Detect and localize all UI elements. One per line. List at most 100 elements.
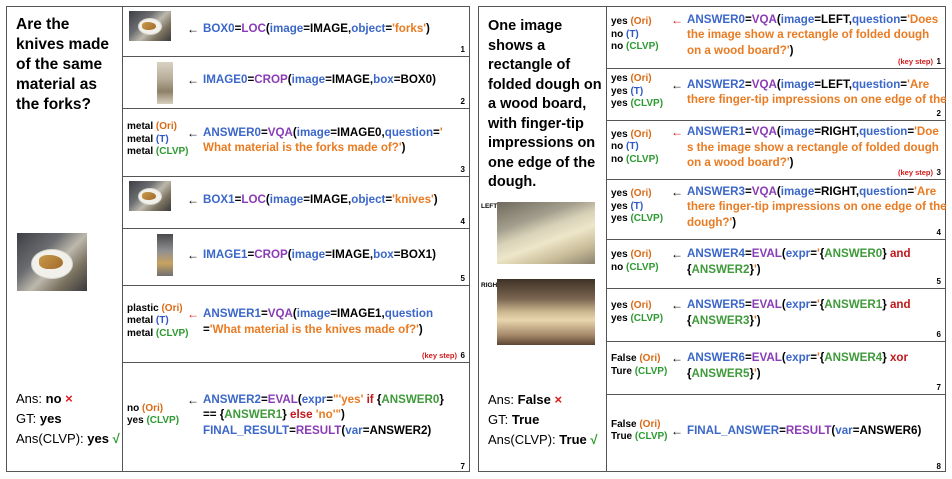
arrow-left-icon: ←	[671, 247, 683, 261]
step-2: yes (Ori)yes (T)yes (CLVP) ← ANSWER2=VQA(i…	[607, 69, 947, 121]
result-values: yes (Ori)yes (T)yes (CLVP)	[611, 73, 664, 110]
right-answer-block: Ans: False × GT: True Ans(CLVP): True √	[488, 390, 598, 450]
step-4: ←BOX1=LOC(image=IMAGE,object='knives')4	[123, 177, 469, 229]
result-values: yes (Ori)yes (CLVP)	[611, 300, 664, 324]
scene-thumbnail	[129, 11, 171, 41]
program-code: ANSWER5=EVAL(expr='{ANSWER1} and{ANSWER3…	[687, 298, 911, 327]
right-ans-line: Ans: False ×	[488, 392, 563, 407]
left-dough-image	[497, 202, 595, 264]
program-code: ANSWER0=VQA(image=IMAGE0,question='What …	[203, 125, 443, 155]
step-number: 8	[936, 462, 941, 471]
step-7: no (Ori)yes (CLVP) ← ANSWER2=EVAL(expr="'y…	[123, 363, 469, 473]
step-number: 3	[936, 168, 941, 177]
right-gt-line: GT: True	[488, 412, 540, 427]
program-code: FINAL_ANSWER=RESULT(var=ANSWER6)	[687, 424, 922, 438]
result-values: metal (Ori)metal (T)metal (CLVP)	[127, 121, 189, 158]
arrow-left-icon: ←	[671, 184, 683, 199]
left-image-label: LEFT	[481, 203, 498, 210]
step-6: yes (Ori)yes (CLVP) ← ANSWER5=EVAL(expr='{…	[607, 289, 945, 342]
arrow-left-icon: ←	[187, 247, 199, 262]
cropped-thumbnail	[157, 62, 173, 104]
step-3: yes (Ori)no (T)no (CLVP) ← ANSWER1=VQA(ima…	[607, 121, 945, 180]
cropped-thumbnail	[157, 234, 173, 276]
arrow-left-icon: ←	[187, 392, 199, 407]
step-4: yes (Ori)yes (T)yes (CLVP) ← ANSWER3=VQA(i…	[607, 180, 947, 240]
arrow-left-icon: ←	[671, 125, 683, 140]
program-code: BOX0=LOC(image=IMAGE,object='forks')	[203, 22, 430, 36]
step-8: False (Ori)True (CLVP)← FINAL_ANSWER=RESU…	[607, 395, 945, 473]
right-steps-column: yes (Ori)no (T)no (CLVP) ← ANSWER0=VQA(ima…	[607, 7, 947, 473]
program-code: IMAGE0=CROP(image=IMAGE,box=BOX0)	[203, 73, 436, 87]
check-mark-icon: √	[112, 431, 120, 446]
arrow-left-icon: ←	[671, 298, 683, 312]
result-values: yes (Ori)no (CLVP)	[611, 249, 659, 273]
step-2: ← IMAGE0=CROP(image=IMAGE,box=BOX0) 2	[123, 57, 469, 109]
program-code: IMAGE1=CROP(image=IMAGE,box=BOX1)	[203, 247, 436, 261]
left-question: Are the knives made of the same material…	[16, 16, 110, 113]
step-6: plastic (Ori)metal (T)metal (CLVP)← ANSWE…	[123, 286, 469, 363]
check-mark-icon: √	[590, 432, 598, 447]
right-question: One image shows a rectangle of folded do…	[488, 18, 602, 190]
wrong-mark-icon: ×	[554, 392, 563, 407]
step-7: False (Ori)Ture (CLVP)←ANSWER6=EVAL(expr…	[607, 342, 945, 395]
arrow-left-icon: ←	[671, 12, 683, 27]
scene-thumbnail	[129, 181, 171, 211]
program-code: ANSWER6=EVAL(expr='{ANSWER4} xor{ANSWER5…	[687, 351, 909, 380]
left-question-column: Are the knives made of the same material…	[7, 7, 123, 471]
step-number: 1	[936, 57, 941, 66]
left-gt-line: GT: yes	[16, 411, 62, 426]
program-code: ANSWER1=VQA(image=IMAGE1,question='What …	[203, 307, 434, 336]
result-values: False (Ori)True (CLVP)	[611, 418, 668, 443]
step-3: metal (Ori)metal (T)metal (CLVP)← ANSWER0…	[123, 109, 469, 177]
left-example-panel: Are the knives made of the same material…	[6, 6, 470, 472]
program-code: ANSWER2=EVAL(expr="'yes' if {ANSWER0}== …	[203, 392, 444, 437]
step-number: 7	[936, 383, 941, 392]
result-values: no (Ori)yes (CLVP)	[127, 402, 180, 427]
result-values: yes (Ori)no (T)no (CLVP)	[611, 128, 659, 165]
arrow-left-icon: ←	[671, 77, 683, 92]
result-values: False (Ori)Ture (CLVP)	[611, 353, 668, 377]
step-5: ← IMAGE1=CROP(image=IMAGE,box=BOX1) 5	[123, 229, 469, 286]
step-number: 6	[936, 330, 941, 339]
step-number: 7	[460, 462, 465, 471]
step-1: yes (Ori)no (T)no (CLVP) ← ANSWER0=VQA(ima…	[607, 7, 945, 69]
step-number: 1	[460, 45, 465, 54]
step-number: 4	[936, 228, 941, 237]
key-step-label: (key step)	[897, 168, 933, 177]
step-number: 5	[460, 274, 465, 283]
step-5: yes (Ori)no (CLVP) ← ANSWER4=EVAL(expr='{A…	[607, 240, 945, 289]
left-steps-column: ← BOX0=LOC(image=IMAGE,object='forks') 1 ← I…	[123, 7, 469, 471]
left-answer-block: Ans: no × GT: yes Ans(CLVP): yes √	[16, 389, 120, 449]
step-number: 3	[460, 165, 465, 174]
left-input-image	[17, 233, 87, 291]
right-example-panel: One image shows a rectangle of folded do…	[478, 6, 947, 473]
right-dough-image	[497, 279, 595, 345]
step-number: 6	[460, 351, 465, 360]
step-number: 4	[460, 217, 465, 226]
key-step-label: (key step)	[421, 351, 457, 360]
result-values: yes (Ori)no (T)no (CLVP)	[611, 16, 659, 53]
program-code: ANSWER4=EVAL(expr='{ANSWER0} and{ANSWER2…	[687, 247, 911, 276]
arrow-left-icon: ←	[187, 22, 199, 37]
arrow-left-icon: ←	[187, 193, 199, 208]
arrow-left-icon: ←	[187, 125, 199, 140]
arrow-left-icon: ←	[187, 73, 199, 88]
right-clvp-line: Ans(CLVP): True √	[488, 432, 598, 447]
wrong-mark-icon: ×	[65, 391, 73, 406]
key-step-label: (key step)	[897, 57, 933, 66]
right-image-label: RIGHT	[481, 282, 502, 289]
right-question-column: One image shows a rectangle of folded do…	[479, 7, 607, 471]
step-number: 5	[936, 277, 941, 286]
result-values: plastic (Ori)metal (T)metal (CLVP)	[127, 302, 189, 339]
result-values: yes (Ori)yes (T)yes (CLVP)	[611, 188, 664, 225]
arrow-left-icon: ←	[187, 307, 199, 321]
step-1: ← BOX0=LOC(image=IMAGE,object='forks') 1	[123, 7, 469, 57]
step-number: 2	[936, 109, 941, 118]
arrow-left-icon: ←	[671, 424, 683, 439]
step-number: 2	[460, 97, 465, 106]
left-clvp-line: Ans(CLVP): yes √	[16, 431, 120, 446]
